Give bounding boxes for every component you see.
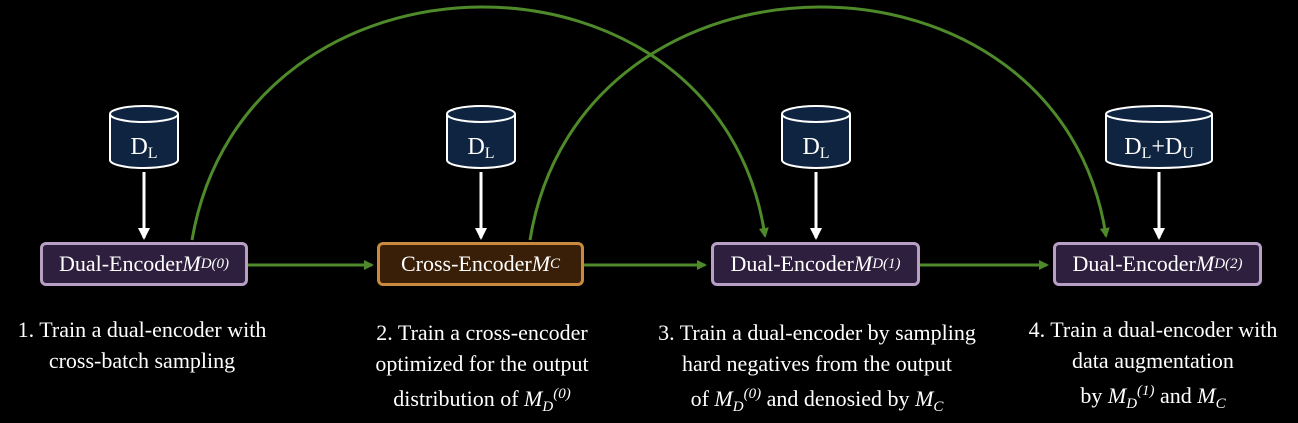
caption-line: 2. Train a cross-encoder [376,320,588,345]
database-label: DL+DU [1124,134,1194,162]
database-label: DL [467,134,495,162]
database-3: DL [780,104,852,170]
caption-step-3: 3. Train a dual-encoder by sampling hard… [630,317,1004,423]
caption-line: cross-batch sampling [48,348,236,373]
caption-line: 4. Train a dual-encoder with [1028,317,1278,342]
caption-step-4: 4. Train a dual-encoder with data augmen… [1008,314,1298,420]
caption-line: hard negatives from the output [681,351,953,376]
caption-line: of MD(0) and denosied by MC [690,386,944,415]
caption-line: optimized for the output [375,351,589,376]
caption-line: by MD(1) and MC [1080,383,1226,412]
arc-node2-to-node4 [528,5,1110,241]
caption-line: 1. Train a dual-encoder with [17,317,267,342]
caption-line: distribution of MD(0) [393,386,571,415]
database-2: DL [445,104,517,170]
arc-node1-to-node3 [190,5,769,241]
caption-step-2: 2. Train a cross-encoder optimized for t… [340,317,624,423]
database-4: DL+DU [1104,104,1214,170]
database-label: DL [802,134,830,162]
database-label: DL [130,134,158,162]
caption-line: 3. Train a dual-encoder by sampling [658,320,976,345]
caption-step-1: 1. Train a dual-encoder with cross-batch… [0,314,284,376]
caption-line: data augmentation [1072,348,1234,373]
database-1: DL [108,104,180,170]
